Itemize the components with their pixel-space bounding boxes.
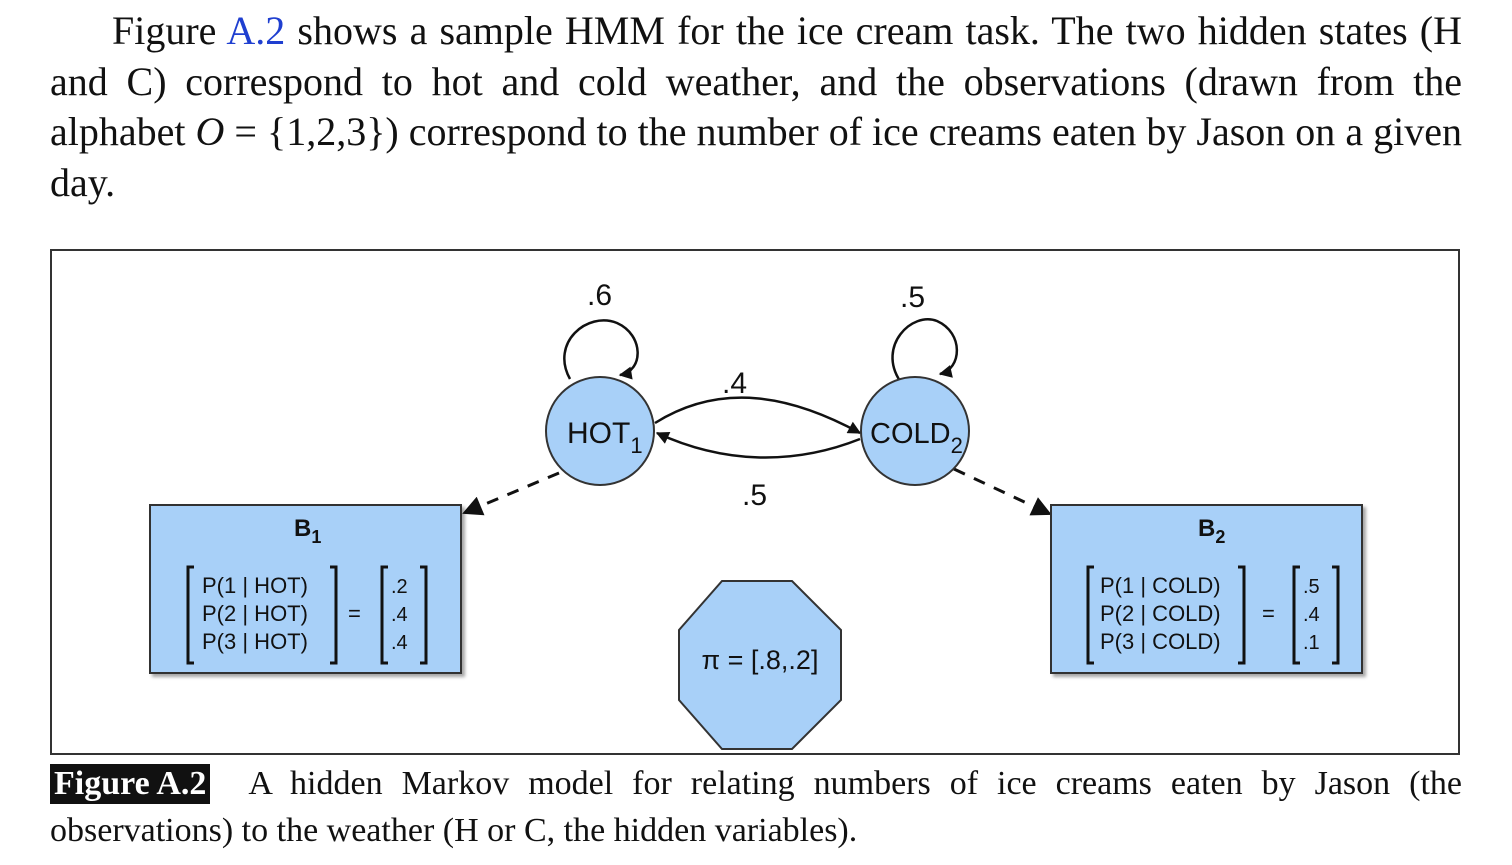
paragraph-text-2: shows a sample HMM for the ice cream tas… bbox=[50, 8, 1462, 154]
caption-text: A hidden Markov model for relating numbe… bbox=[50, 765, 1462, 849]
b1-title: B1 bbox=[294, 515, 321, 547]
cold-self-loop-arrow bbox=[891, 318, 959, 382]
body-paragraph: Figure A.2 shows a sample HMM for the ic… bbox=[50, 6, 1462, 208]
hmm-diagram: HOT1 COLD2 .6 .5 .4 .5 B1 P(1 | HOT) P(2… bbox=[149, 279, 1363, 750]
b1-value-3: .4 bbox=[391, 632, 408, 654]
cold-emission-arrow bbox=[953, 467, 1052, 516]
hot-to-cold-prob-label: .4 bbox=[722, 367, 747, 400]
b2-value-2: .4 bbox=[1303, 604, 1320, 626]
b1-value-1: .2 bbox=[391, 576, 408, 598]
math-set: = {1,2,3} bbox=[224, 109, 386, 154]
hmm-figure: HOT1 COLD2 .6 .5 .4 .5 B1 P(1 | HOT) P(2… bbox=[50, 249, 1460, 755]
hot-self-prob-label: .6 bbox=[587, 279, 612, 312]
initial-distribution-octagon bbox=[678, 580, 842, 750]
hot-emission-arrow bbox=[462, 471, 560, 516]
cold-to-hot-arrow bbox=[655, 431, 861, 459]
figure-reference-link[interactable]: A.2 bbox=[226, 8, 286, 53]
b1-equals: = bbox=[348, 601, 361, 626]
hot-to-cold-arrow bbox=[654, 396, 862, 435]
hot-self-loop-arrow bbox=[563, 319, 639, 380]
b2-value-1: .5 bbox=[1303, 576, 1320, 598]
paragraph-text-1: Figure bbox=[112, 8, 227, 53]
b1-row-2: P(2 | HOT) bbox=[202, 601, 308, 626]
cold-to-hot-prob-label: .5 bbox=[742, 479, 767, 512]
b2-equals: = bbox=[1262, 601, 1275, 626]
emission-box-b2: B2 P(1 | COLD) P(2 | COLD) P(3 | COLD) =… bbox=[1050, 504, 1363, 674]
cold-state-node bbox=[860, 376, 970, 486]
b2-row-2: P(2 | COLD) bbox=[1100, 601, 1221, 626]
b1-row-3: P(3 | HOT) bbox=[202, 629, 308, 654]
cold-state-label: COLD2 bbox=[870, 418, 963, 458]
math-variable: O bbox=[195, 109, 225, 154]
b2-row-3: P(3 | COLD) bbox=[1100, 629, 1221, 654]
paragraph-text-3: ) correspond to the number of ice creams… bbox=[50, 109, 1462, 205]
b2-title: B2 bbox=[1198, 515, 1225, 547]
initial-distribution-label: π = [.8,.2] bbox=[702, 645, 819, 675]
cold-self-prob-label: .5 bbox=[900, 281, 925, 314]
hot-state-node bbox=[545, 376, 655, 486]
hot-state-label: HOT1 bbox=[567, 417, 643, 458]
b2-row-1: P(1 | COLD) bbox=[1100, 573, 1221, 598]
caption-label: Figure A.2 bbox=[50, 764, 211, 804]
b1-row-1: P(1 | HOT) bbox=[202, 573, 308, 598]
emission-box-b1: B1 P(1 | HOT) P(2 | HOT) P(3 | HOT) = .2… bbox=[149, 504, 462, 674]
b2-value-3: .1 bbox=[1303, 632, 1320, 654]
b1-value-2: .4 bbox=[391, 604, 408, 626]
